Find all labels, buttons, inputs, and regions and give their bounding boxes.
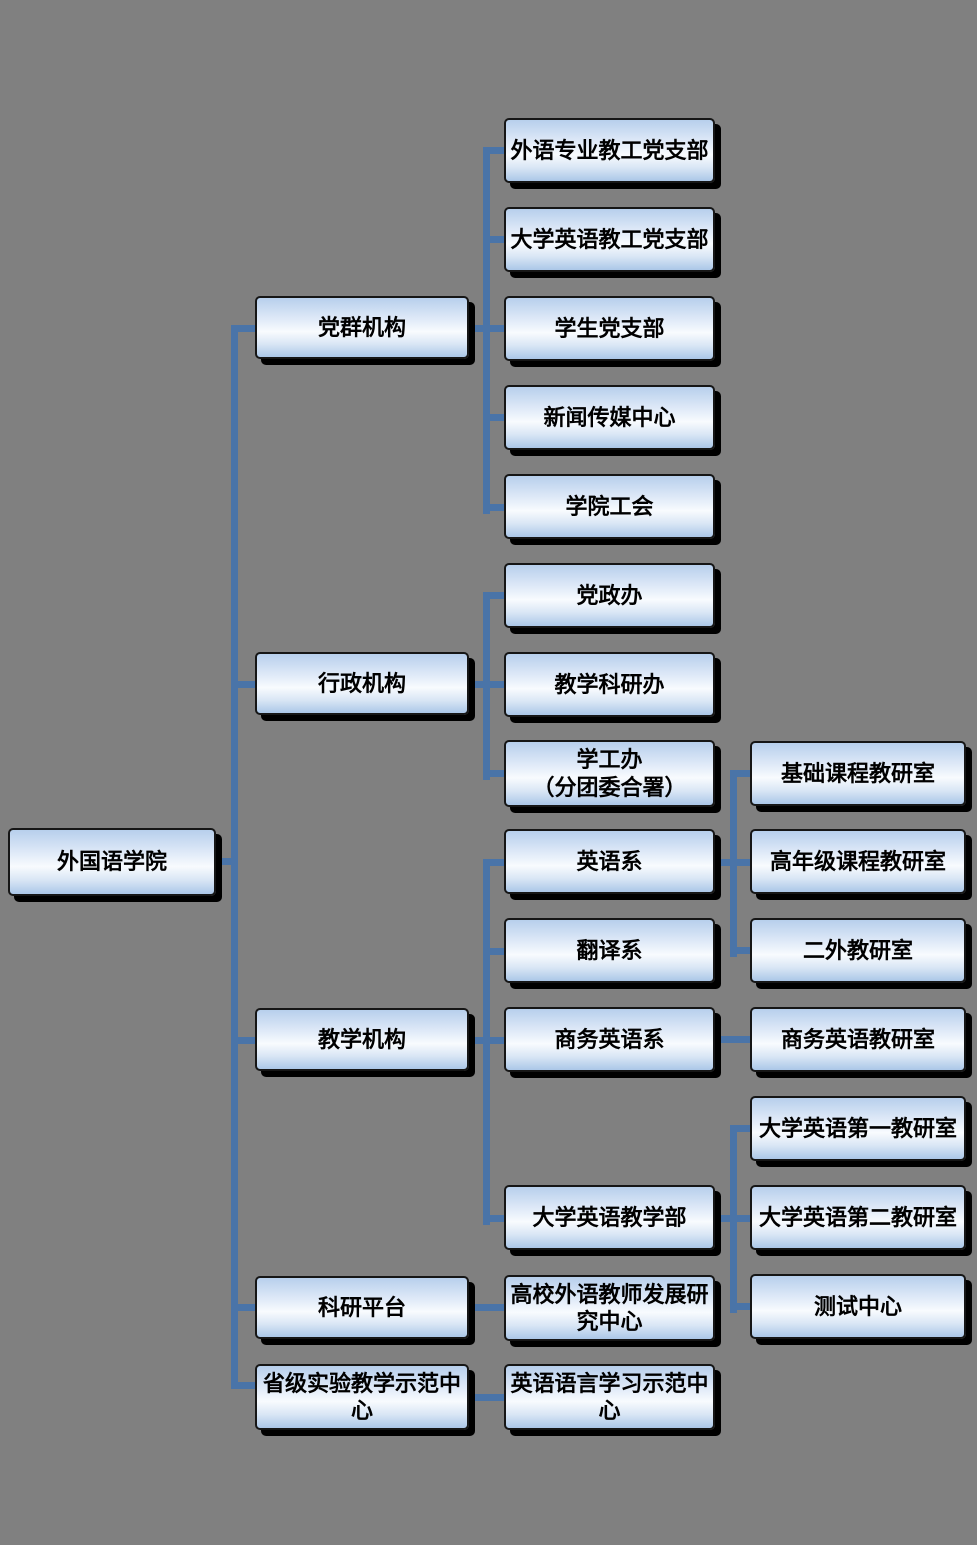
connector-business-h — [712, 1036, 757, 1043]
node-label: 外语专业教工党支部 — [510, 137, 709, 163]
node-student-affairs-office: 学工办 （分团委合署） — [504, 740, 715, 807]
node-label: 高校外语教师发展研究中心 — [510, 1281, 709, 1335]
node-fl-faculty-party-branch: 外语专业教工党支部 — [504, 118, 715, 183]
connector-admin-v — [483, 592, 490, 780]
node-party-admin-office: 党政办 — [504, 563, 715, 628]
node-label: 大学英语第一教研室 — [758, 1115, 957, 1141]
node-second-foreign-language-section: 二外教研室 — [750, 918, 966, 983]
node-label: 大学英语第二教研室 — [758, 1204, 957, 1230]
connector-trunk-admin — [231, 681, 261, 688]
node-college-root: 外国语学院 — [8, 828, 216, 896]
connector-provincial-h — [466, 1394, 511, 1401]
node-label: 商务英语教研室 — [780, 1026, 935, 1052]
node-label: 省级实验教学示范中心 — [262, 1370, 461, 1424]
node-label: 测试中心 — [813, 1293, 902, 1319]
connector-english-stub3 — [730, 947, 757, 954]
node-label: 二外教研室 — [802, 937, 913, 963]
node-label: 教学科研办 — [554, 671, 665, 697]
node-college-english-division: 大学英语教学部 — [504, 1185, 715, 1250]
node-label: 党政办 — [576, 582, 643, 608]
node-teacher-development-center: 高校外语教师发展研究中心 — [504, 1275, 715, 1341]
node-translation-department: 翻译系 — [504, 918, 715, 983]
node-label: 教学机构 — [317, 1026, 406, 1052]
node-label: 大学英语教工党支部 — [510, 226, 709, 252]
node-party-group-orgs: 党群机构 — [255, 296, 469, 359]
node-label: 学工办 （分团委合署） — [532, 747, 687, 800]
connector-trunk-teaching — [231, 1037, 261, 1044]
node-label: 英语语言学习示范中心 — [510, 1370, 709, 1424]
node-label: 基础课程教研室 — [780, 760, 935, 786]
node-label: 大学英语教学部 — [532, 1204, 687, 1230]
node-label: 科研平台 — [317, 1294, 406, 1320]
node-business-english-section: 商务英语教研室 — [750, 1007, 966, 1072]
connector-research-h — [466, 1304, 511, 1311]
connector-trunk-v — [231, 325, 238, 1389]
node-student-party-branch: 学生党支部 — [504, 296, 715, 361]
node-label: 党群机构 — [317, 314, 406, 340]
connector-trunk-party — [231, 325, 261, 332]
node-senior-courses-section: 高年级课程教研室 — [750, 829, 966, 894]
node-label: 行政机构 — [317, 670, 406, 696]
connector-collegeenglish-v — [730, 1125, 737, 1313]
node-teaching-research-office: 教学科研办 — [504, 652, 715, 717]
node-testing-center: 测试中心 — [750, 1274, 966, 1339]
node-teaching-orgs: 教学机构 — [255, 1008, 469, 1071]
node-college-labor-union: 学院工会 — [504, 474, 715, 539]
connector-trunk-research — [231, 1304, 261, 1311]
connector-admin-stub3 — [483, 770, 511, 777]
node-college-english-section-2: 大学英语第二教研室 — [750, 1185, 966, 1250]
connector-english-v — [730, 770, 737, 957]
node-label: 商务英语系 — [554, 1026, 665, 1052]
node-college-english-party-branch: 大学英语教工党支部 — [504, 207, 715, 272]
connector-english-stub1 — [730, 770, 757, 777]
node-label: 学生党支部 — [554, 315, 665, 341]
connector-party-stub5 — [483, 504, 511, 511]
connector-party-v — [483, 147, 490, 514]
node-provincial-demo-center: 省级实验教学示范中心 — [255, 1364, 469, 1430]
connector-collegeenglish-stub1 — [730, 1125, 757, 1132]
connector-admin-stub1 — [483, 592, 511, 599]
connector-teaching-v — [483, 859, 490, 1225]
node-english-department: 英语系 — [504, 829, 715, 894]
node-label: 新闻传媒中心 — [543, 404, 676, 430]
connector-trunk-provincial — [231, 1382, 261, 1389]
connector-party-stub4 — [483, 414, 511, 421]
node-research-platform: 科研平台 — [255, 1276, 469, 1339]
connector-party-stub1 — [483, 147, 511, 154]
connector-teaching-stub4 — [483, 1215, 511, 1222]
connector-root-h — [214, 858, 238, 865]
connector-teaching-stub2 — [483, 948, 511, 955]
node-label: 翻译系 — [576, 937, 643, 963]
node-english-learning-demo-center: 英语语言学习示范中心 — [504, 1364, 715, 1430]
node-college-english-section-1: 大学英语第一教研室 — [750, 1096, 966, 1161]
node-label: 英语系 — [576, 848, 643, 874]
node-administrative-orgs: 行政机构 — [255, 652, 469, 715]
node-business-english-department: 商务英语系 — [504, 1007, 715, 1072]
node-news-media-center: 新闻传媒中心 — [504, 385, 715, 450]
connector-party-stub2 — [483, 236, 511, 243]
node-label: 外国语学院 — [56, 849, 167, 875]
node-label: 学院工会 — [565, 493, 654, 519]
node-label: 高年级课程教研室 — [769, 848, 946, 874]
connector-teaching-stub1 — [483, 859, 511, 866]
connector-collegeenglish-stub3 — [730, 1303, 757, 1310]
node-basic-courses-section: 基础课程教研室 — [750, 741, 966, 806]
